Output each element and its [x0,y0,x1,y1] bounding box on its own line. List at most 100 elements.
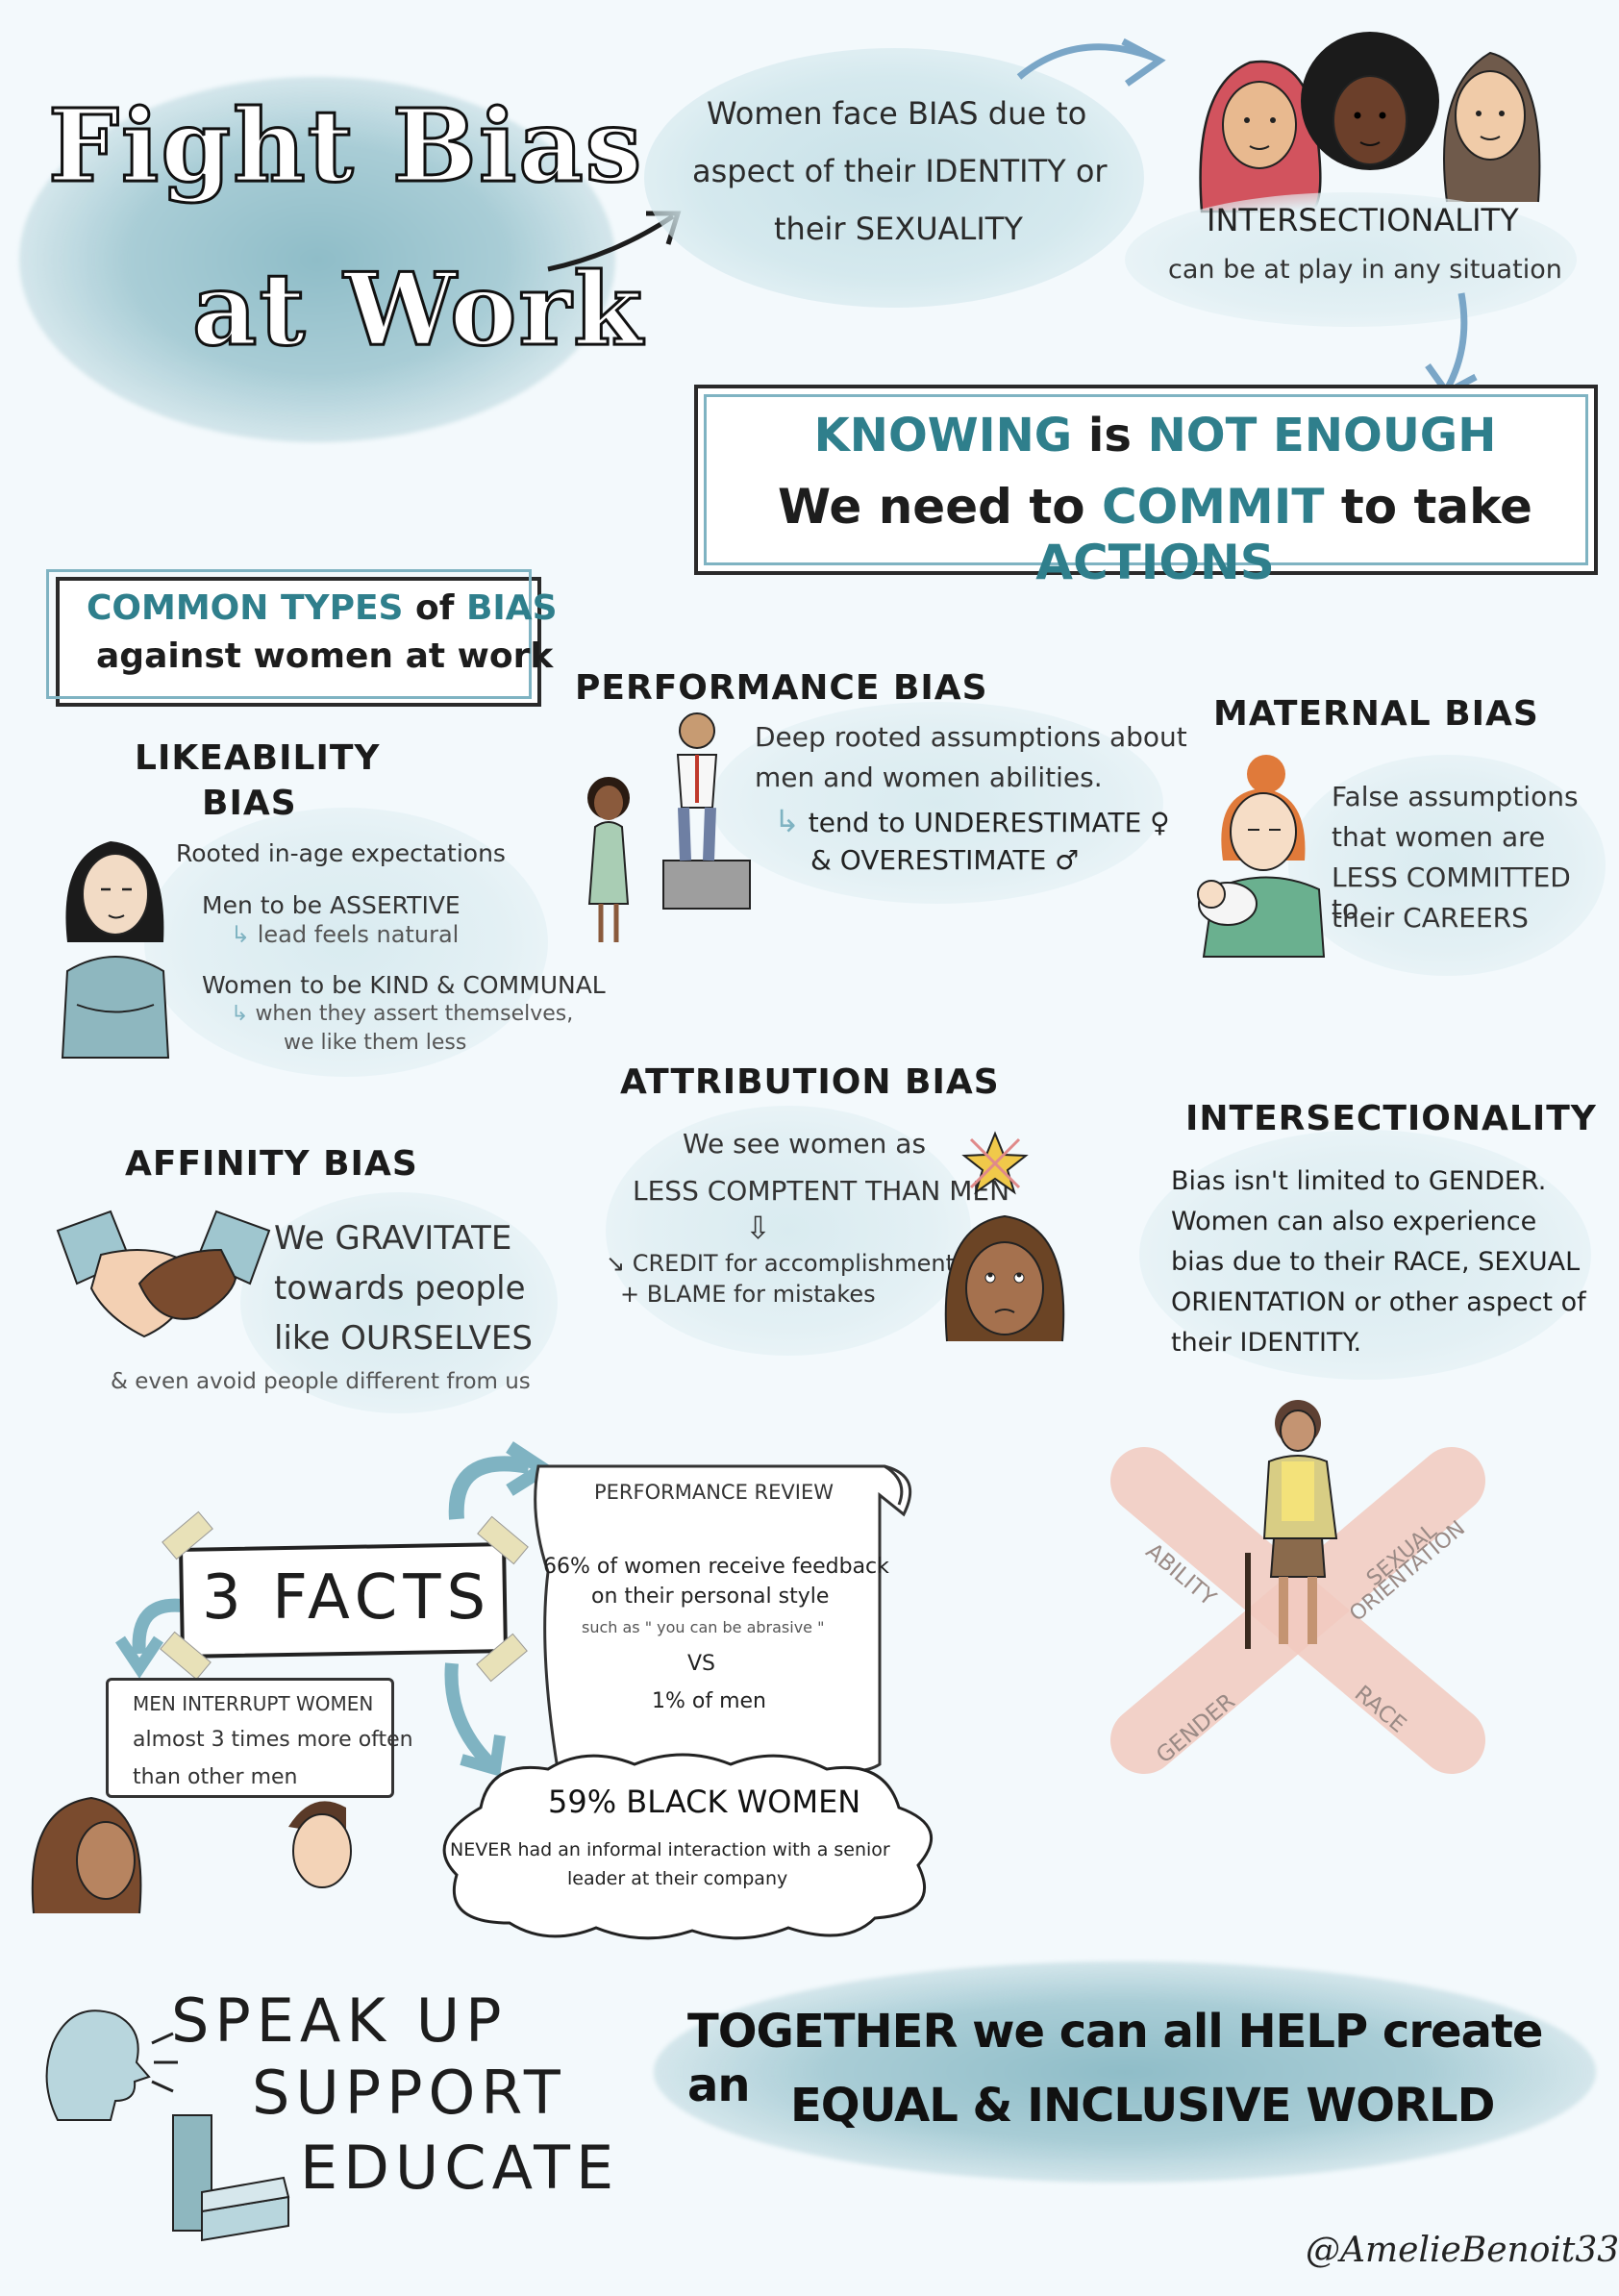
maternal-wash [1288,755,1606,976]
facts-arrows [115,1441,556,1777]
man-interrupting-icon [288,1801,352,1888]
we-need-to-words: We need to [778,479,1085,535]
commitment-line2: We need to COMMIT to take ACTIONS [0,479,1604,590]
maternal-title: MATERNAL BIAS [1213,694,1539,734]
fact3-title: 59% BLACK WOMEN [548,1784,861,1820]
attribution-title: ATTRIBUTION BIAS [620,1062,1000,1102]
knowing-word: KNOWING [813,409,1073,462]
review-line4: 1% of men [652,1689,767,1713]
affinity-line2: towards people [274,1269,526,1308]
intersectionality-top-subtitle: can be at play in any situation [1168,255,1562,285]
review-line2: on their personal style [591,1585,830,1609]
commitment-box [694,385,1598,575]
intersectionality-wash [1139,1130,1591,1380]
crossed-star-icon [961,1131,1029,1195]
intro-line3: their SEXUALITY [774,211,1023,247]
curved-arrow-icon: ↳ [774,803,800,839]
common-types-box-inner [46,569,532,699]
page-title-line1: Fight Bias [46,86,644,207]
likeability-title-2: BIAS [202,784,297,823]
performance-wash [711,702,1163,904]
page-title-line2: at Work [190,249,645,370]
performance-line4: & OVERESTIMATE ♂ [810,844,1080,876]
bias-word: BIAS [465,588,558,628]
businesswoman-illustration [61,841,170,1059]
common-types-box [56,577,541,707]
fact1-line3: than other men [133,1765,298,1789]
fact1-bubble [106,1678,394,1798]
is-word: is [1087,409,1132,462]
books-icon [172,2114,290,2242]
attribution-line2: LESS COMPTENT THAN MEN [633,1175,1010,1207]
of-word: of [415,588,455,628]
attribution-wash [606,1106,971,1356]
together-line2: EQUAL & INCLUSIVE WORLD [790,2079,1495,2133]
fact1-line2: almost 3 times more often [133,1728,413,1752]
performance-line3-text: tend to UNDERESTIMATE ♀ [808,807,1170,838]
review-title: PERFORMANCE REVIEW [594,1481,834,1504]
affinity-line4: & even avoid people different from us [111,1369,531,1394]
intro-line1: Women face BIAS due to [707,95,1087,132]
likeability-wash [144,808,548,1077]
common-types-words: COMMON TYPES [87,588,404,628]
speaking-head-icon [45,2009,178,2121]
review-line3: such as " you can be abrasive " [582,1618,825,1636]
hijab-woman-icon [1199,60,1322,213]
attribution-line1: We see women as [683,1128,927,1160]
intro-line2: aspect of their IDENTITY or [692,153,1108,189]
review-line1: 66% of women receive feedback [543,1555,889,1579]
to-take-words: to take [1340,479,1532,535]
cloud-bubble-illustration [442,1753,934,1940]
intersection-cross-illustration [1110,1400,1485,1774]
actions-word: ACTIONS [1035,535,1275,590]
worried-woman-illustration [944,1214,1065,1342]
likeability-women-sub1: ↳ when they assert themselves, [231,1002,573,1026]
intersectionality-line2: Women can also experience [1171,1207,1537,1236]
affinity-wash [240,1192,558,1413]
maternal-line4: their CAREERS [1332,902,1529,934]
facts-title: 3 FACTS [202,1562,492,1634]
common-types-line1: COMMON TYPES of BIAS [87,588,558,628]
likeability-rooted: Rooted in-age expectations [176,839,506,867]
arrow-to-faces [1016,37,1166,87]
review-vs: VS [687,1652,716,1676]
likeability-women-sub1-text: when they assert themselves, [255,1002,574,1026]
attribution-credit: ↘ CREDIT for accomplishment [606,1250,956,1277]
mother-with-baby-illustration [1197,755,1326,958]
action-support: SUPPORT [252,2058,566,2128]
affinity-line1: We GRAVITATE [274,1219,512,1258]
intersectionality-line4: ORIENTATION or other aspect of [1171,1287,1586,1317]
likeability-men-sub: ↳ lead feels natural [231,921,459,948]
commitment-box-inner [704,394,1588,565]
likeability-women-sub2: we like them less [284,1031,467,1055]
performance-line2: men and women abilities. [755,761,1103,793]
intersectionality-top-title: INTERSECTIONALITY [1207,202,1519,238]
intersectionality-top-wash [1125,192,1577,327]
together-wash [654,1961,1596,2183]
not-enough-word: NOT ENOUGH [1147,409,1497,462]
intersectionality-line3: bias due to their RACE, SEXUAL [1171,1247,1581,1277]
fact3-line2: leader at their company [567,1868,788,1889]
intersectionality-line1: Bias isn't limited to GENDER. [1171,1166,1547,1196]
attribution-arrow: ⇩ [745,1210,771,1246]
interrupting-people-illustration [31,1796,352,1914]
curly-hair-woman-icon [1301,32,1439,170]
author-signature: @AmelieBenoit33 [1306,2231,1619,2270]
maternal-line1: False assumptions [1332,781,1579,812]
woman-standing-icon [587,777,630,942]
action-educate: EDUCATE [300,2133,620,2203]
scroll-paper-illustration [534,1464,912,1773]
performance-line1: Deep rooted assumptions about [755,721,1187,753]
commitment-line1: KNOWING is NOT ENOUGH [0,409,1604,462]
performance-title: PERFORMANCE BIAS [575,668,988,708]
title-wash [19,77,615,442]
likeability-title-1: LIKEABILITY [135,738,381,778]
women-faces-illustration [1199,32,1541,213]
intersectionality-line5: their IDENTITY. [1171,1328,1362,1358]
braided-hair-woman-icon [1443,51,1541,203]
woman-talking-icon [31,1796,142,1914]
affinity-title: AFFINITY BIAS [125,1144,418,1184]
intersectionality-title: INTERSECTIONALITY [1185,1099,1597,1138]
action-speak-up: SPEAK UP [171,1985,508,2056]
together-line1: TOGETHER we can all HELP create an [687,2005,1543,2112]
